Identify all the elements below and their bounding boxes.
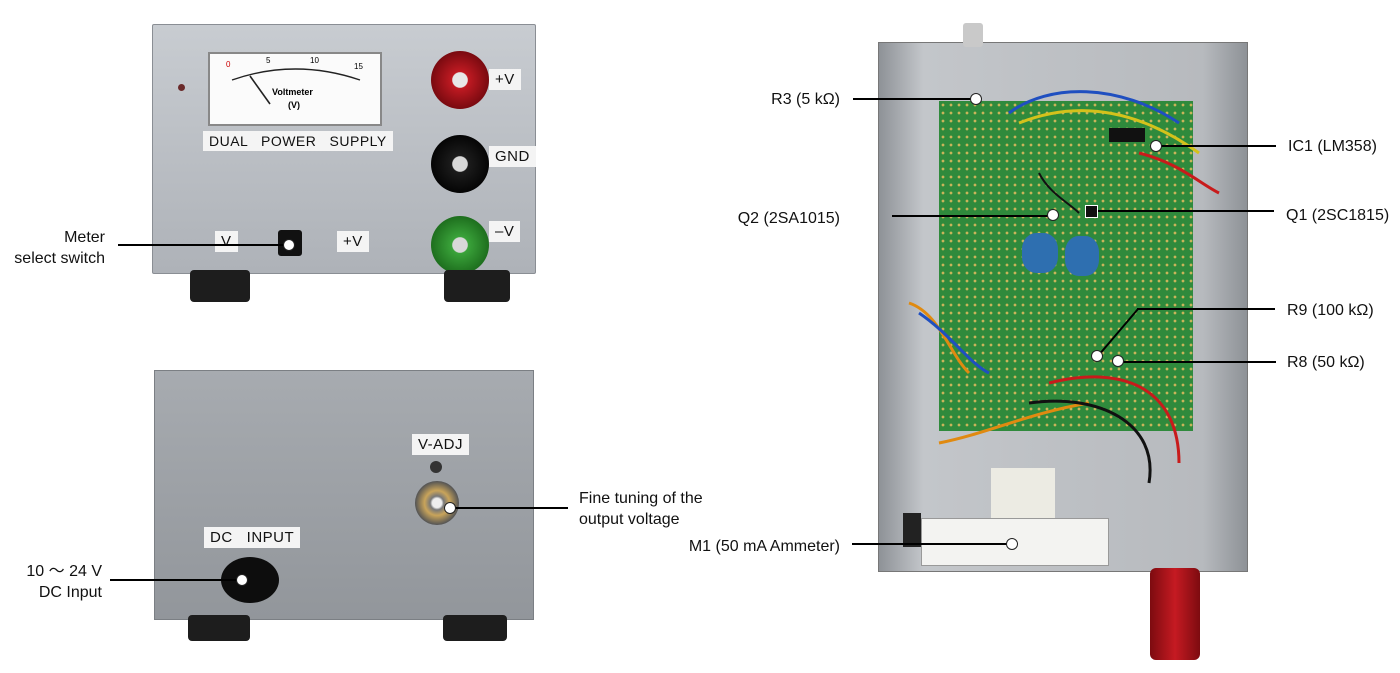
leader-r9-horizontal <box>1137 308 1275 310</box>
title-plate: DUAL POWER SUPPLY <box>203 131 393 151</box>
leader-dot-q2 <box>1047 209 1059 221</box>
callout-r3: R3 (5 kΩ) <box>771 91 840 108</box>
voltmeter-scale <box>231 68 361 105</box>
terminal-label-gnd: GND <box>489 146 536 167</box>
leader-q1 <box>1092 210 1274 212</box>
leader-r8 <box>1120 361 1276 363</box>
leader-r9-diagonal <box>1097 308 1139 357</box>
red-terminal[interactable] <box>431 51 489 109</box>
dc-jack-rear <box>903 513 921 547</box>
leader-r3 <box>853 98 975 100</box>
callout-fine-tuning: Fine tuning of the output voltage <box>579 490 703 528</box>
panel-screw-hole <box>178 84 185 91</box>
callout-ic1: IC1 (LM358) <box>1288 138 1377 155</box>
leader-dot-meter-switch <box>283 239 295 251</box>
callout-q2: Q2 (2SA1015) <box>737 210 840 227</box>
rear-foot-right <box>443 615 507 641</box>
callout-meter-switch: Meter select switch <box>14 229 105 267</box>
leader-dot-dc-input <box>236 574 248 586</box>
capacitor-left <box>1022 233 1058 273</box>
terminal-label-minus-v: –V <box>489 221 521 242</box>
meter-tick-15: 15 <box>354 62 363 71</box>
switch-right-label: +V <box>337 231 369 252</box>
leader-dot-fine-tuning <box>444 502 456 514</box>
meter-title: Voltmeter <box>272 87 313 97</box>
front-panel: 0 5 10 15 Voltmeter (V) DUAL POWER SUPPL… <box>152 24 536 274</box>
front-foot-left <box>190 270 250 302</box>
leader-fine-tuning <box>448 507 568 509</box>
leader-dot-r9 <box>1091 350 1103 362</box>
leader-dot-r8 <box>1112 355 1124 367</box>
meter-tick-5: 5 <box>266 56 271 65</box>
leader-m1 <box>852 543 1010 545</box>
meter-unit: (V) <box>288 100 300 110</box>
meter-tick-10: 10 <box>310 56 319 65</box>
rear-panel: DC INPUT V-ADJ <box>154 370 534 620</box>
leader-meter-switch <box>118 244 288 246</box>
leader-marker-q1 <box>1085 205 1098 218</box>
vadj-label: V-ADJ <box>412 434 470 455</box>
wiring <box>908 90 1220 484</box>
leader-dot-ic1 <box>1150 140 1162 152</box>
vadj-indicator <box>430 461 442 473</box>
front-foot-right <box>444 270 510 302</box>
switch-left-label: V <box>215 231 238 252</box>
dc-input-label: DC INPUT <box>204 527 301 548</box>
leader-dc-input <box>110 579 240 581</box>
callout-m1: M1 (50 mA Ammeter) <box>688 538 840 555</box>
red-terminal-rear <box>1150 568 1200 660</box>
leader-ic1 <box>1158 145 1276 147</box>
callout-r8: R8 (50 kΩ) <box>1287 354 1365 371</box>
voltmeter: 0 5 10 15 Voltmeter (V) <box>208 52 382 126</box>
callout-dc-input: 10 〜 24 V DC Input <box>26 563 102 601</box>
meter-tick-0: 0 <box>226 60 231 69</box>
ic1-chip <box>1109 128 1145 142</box>
green-terminal[interactable] <box>431 216 489 274</box>
leader-dot-m1 <box>1006 538 1018 550</box>
leader-q2 <box>892 215 1052 217</box>
ammeter-coil <box>991 468 1055 518</box>
leader-dot-r3 <box>970 93 982 105</box>
callout-r9: R9 (100 kΩ) <box>1287 302 1374 319</box>
vadj-shaft <box>963 23 983 47</box>
black-terminal[interactable] <box>431 135 489 193</box>
callout-q1: Q1 (2SC1815) <box>1286 207 1390 224</box>
chassis-interior <box>878 23 1248 572</box>
terminal-label-plus-v: +V <box>489 69 521 90</box>
capacitor-right <box>1065 236 1099 276</box>
rear-foot-left <box>188 615 250 641</box>
